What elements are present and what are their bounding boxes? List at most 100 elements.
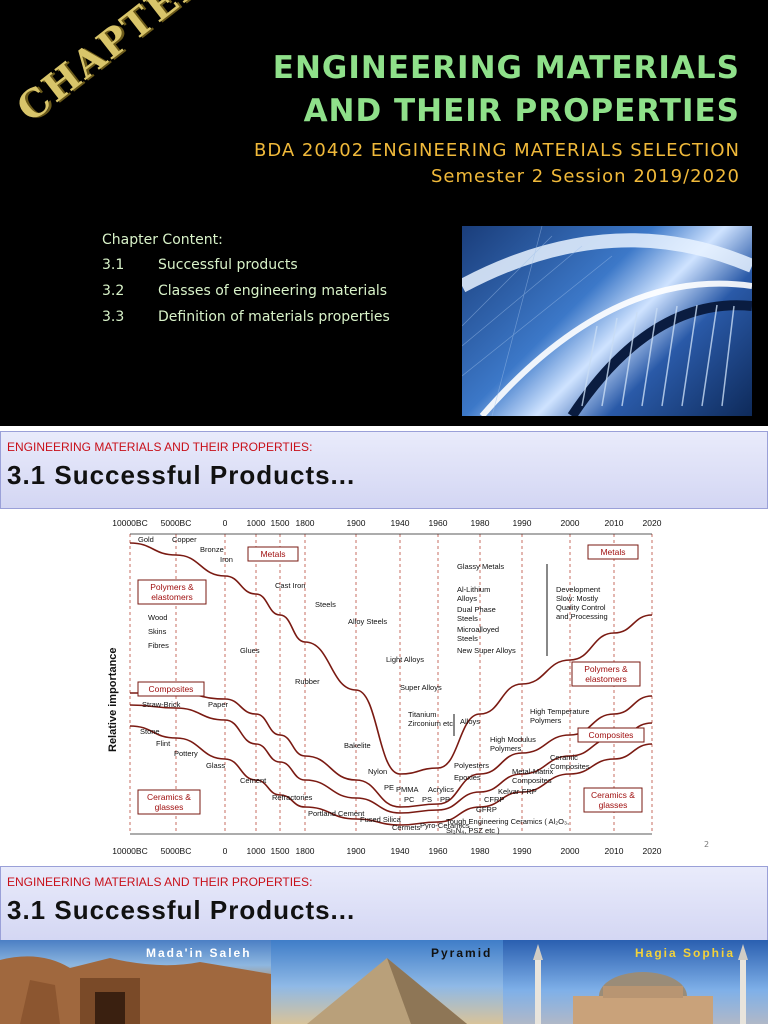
chart-annotation: Alloys xyxy=(460,717,480,726)
header-title: 3.1 Successful Products... xyxy=(7,895,356,925)
header-subtitle: ENGINEERING MATERIALS AND THEIR PROPERTI… xyxy=(7,440,313,454)
annotation-line: New Super Alloys xyxy=(457,646,516,655)
title-slide: CHAPTER 3 ENGINEERING MATERIALS AND THEI… xyxy=(0,0,768,426)
x-tick-label-top: 2020 xyxy=(643,518,662,528)
x-tick-label-bottom: 0 xyxy=(223,846,228,856)
x-tick-label-bottom: 1000 xyxy=(247,846,266,856)
madain-saleh-image: Mada'in Saleh xyxy=(0,940,271,1024)
annotation-line: Pyro-Ceramics xyxy=(420,821,470,830)
pyramid-illustration xyxy=(307,958,467,1024)
annotation-line: Al-Lithium xyxy=(457,585,490,594)
content-number: 3.1 xyxy=(102,257,125,273)
chart-annotation: Bakelite xyxy=(344,741,371,750)
annotation-line: Development xyxy=(556,585,601,594)
annotation-line: Rubber xyxy=(295,677,320,686)
annotation-line: Bronze xyxy=(200,545,224,554)
annotation-line: CFRP xyxy=(484,795,504,804)
annotation-line: Quality Control xyxy=(556,603,606,612)
category-box xyxy=(137,789,201,815)
x-tick-label-top: 1980 xyxy=(471,518,490,528)
annotation-line: Dual Phase xyxy=(457,605,496,614)
annotation-line: and Processing xyxy=(556,612,608,621)
annotation-line: Steels xyxy=(457,634,478,643)
chart-annotation: PP xyxy=(440,795,450,804)
annotation-line: Tough Engineering Ceramics ( Al₂O₃, xyxy=(446,817,569,826)
content-number: 3.2 xyxy=(102,283,125,299)
chart-annotation: Acrylics xyxy=(428,785,454,794)
chart-annotation: Steels xyxy=(315,600,336,609)
chart-annotation: PE xyxy=(384,783,394,792)
annotation-line: Alloy Steels xyxy=(348,617,387,626)
chart-annotation: Fibres xyxy=(148,641,169,650)
chart-annotation: Pottery xyxy=(174,749,198,758)
annotation-line: Acrylics xyxy=(428,785,454,794)
annotation-line: Polymers xyxy=(530,716,562,725)
chart-annotation: Gold xyxy=(138,535,154,544)
session-text: Semester 2 Session 2019/2020 xyxy=(431,166,740,187)
category-label: elastomers xyxy=(585,674,627,684)
annotation-line: PC xyxy=(404,795,415,804)
chart-annotation: Cement xyxy=(240,776,267,785)
annotation-line: Glass xyxy=(206,761,225,770)
title-line-1: ENGINEERING MATERIALS xyxy=(272,50,740,86)
category-label: Composites xyxy=(589,730,634,740)
annotation-line: Alloys xyxy=(460,717,480,726)
x-tick-label-bottom: 1900 xyxy=(347,846,366,856)
chart-annotation: Straw-Brick xyxy=(142,700,181,709)
chart-annotation: Glassy Metals xyxy=(457,562,504,571)
annotation-line: Glassy Metals xyxy=(457,562,504,571)
x-tick-label-bottom: 2000 xyxy=(561,846,580,856)
chart-annotation: New Super Alloys xyxy=(457,646,516,655)
annotation-line: Pottery xyxy=(174,749,198,758)
chart-annotation: PS xyxy=(422,795,432,804)
x-tick-label-top: 2010 xyxy=(605,518,624,528)
title-line-2: AND THEIR PROPERTIES xyxy=(303,93,740,129)
x-tick-label-top: 5000BC xyxy=(161,518,192,528)
chart-annotation: Paper xyxy=(208,700,229,709)
x-tick-label-bottom: 1960 xyxy=(429,846,448,856)
page-number: 2 xyxy=(704,840,710,849)
picture-label: Mada'in Saleh xyxy=(146,946,252,960)
category-label: glasses xyxy=(599,800,628,810)
annotation-line: Nylon xyxy=(368,767,387,776)
x-tick-label-bottom: 1800 xyxy=(296,846,315,856)
chart-annotation: Refractories xyxy=(272,793,313,802)
annotation-line: PMMA xyxy=(396,785,419,794)
content-text: Classes of engineering materials xyxy=(158,283,388,299)
annotation-line: Straw-Brick xyxy=(142,700,181,709)
annotation-line: Stone xyxy=(140,727,160,736)
category-label: Metals xyxy=(260,549,285,559)
annotation-line: Iron xyxy=(220,555,233,564)
annotation-line: Titanium xyxy=(408,710,436,719)
annotation-line: Paper xyxy=(208,700,229,709)
y-axis-label: Relative importance xyxy=(107,647,119,752)
annotation-line: Bakelite xyxy=(344,741,371,750)
category-box xyxy=(587,544,639,560)
annotation-line: Si₃N₄, PSZ etc ) xyxy=(446,826,500,835)
chart-annotation: Bronze xyxy=(200,545,224,554)
category-label: Ceramics & xyxy=(591,790,635,800)
annotation-line: Skins xyxy=(148,627,167,636)
chart-annotation: Flint xyxy=(156,739,171,748)
annotation-line: Zirconium etc xyxy=(408,719,453,728)
header-subtitle: ENGINEERING MATERIALS AND THEIR PROPERTI… xyxy=(7,875,313,889)
annotation-line: Steels xyxy=(457,614,478,623)
annotation-line: Flint xyxy=(156,739,171,748)
category-label: Composites xyxy=(149,684,194,694)
hagia-sophia-image: Hagia Sophia xyxy=(503,940,768,1024)
slide3-header: ENGINEERING MATERIALS AND THEIR PROPERTI… xyxy=(0,866,768,944)
header-title: 3.1 Successful Products... xyxy=(7,460,356,490)
content-number: 3.3 xyxy=(102,309,125,325)
annotation-line: Ceramic xyxy=(550,753,578,762)
x-tick-label-top: 2000 xyxy=(561,518,580,528)
chart-annotation: Wood xyxy=(148,613,167,622)
hagia-sophia-illustration xyxy=(533,944,748,1024)
annotation-line: PS xyxy=(422,795,432,804)
